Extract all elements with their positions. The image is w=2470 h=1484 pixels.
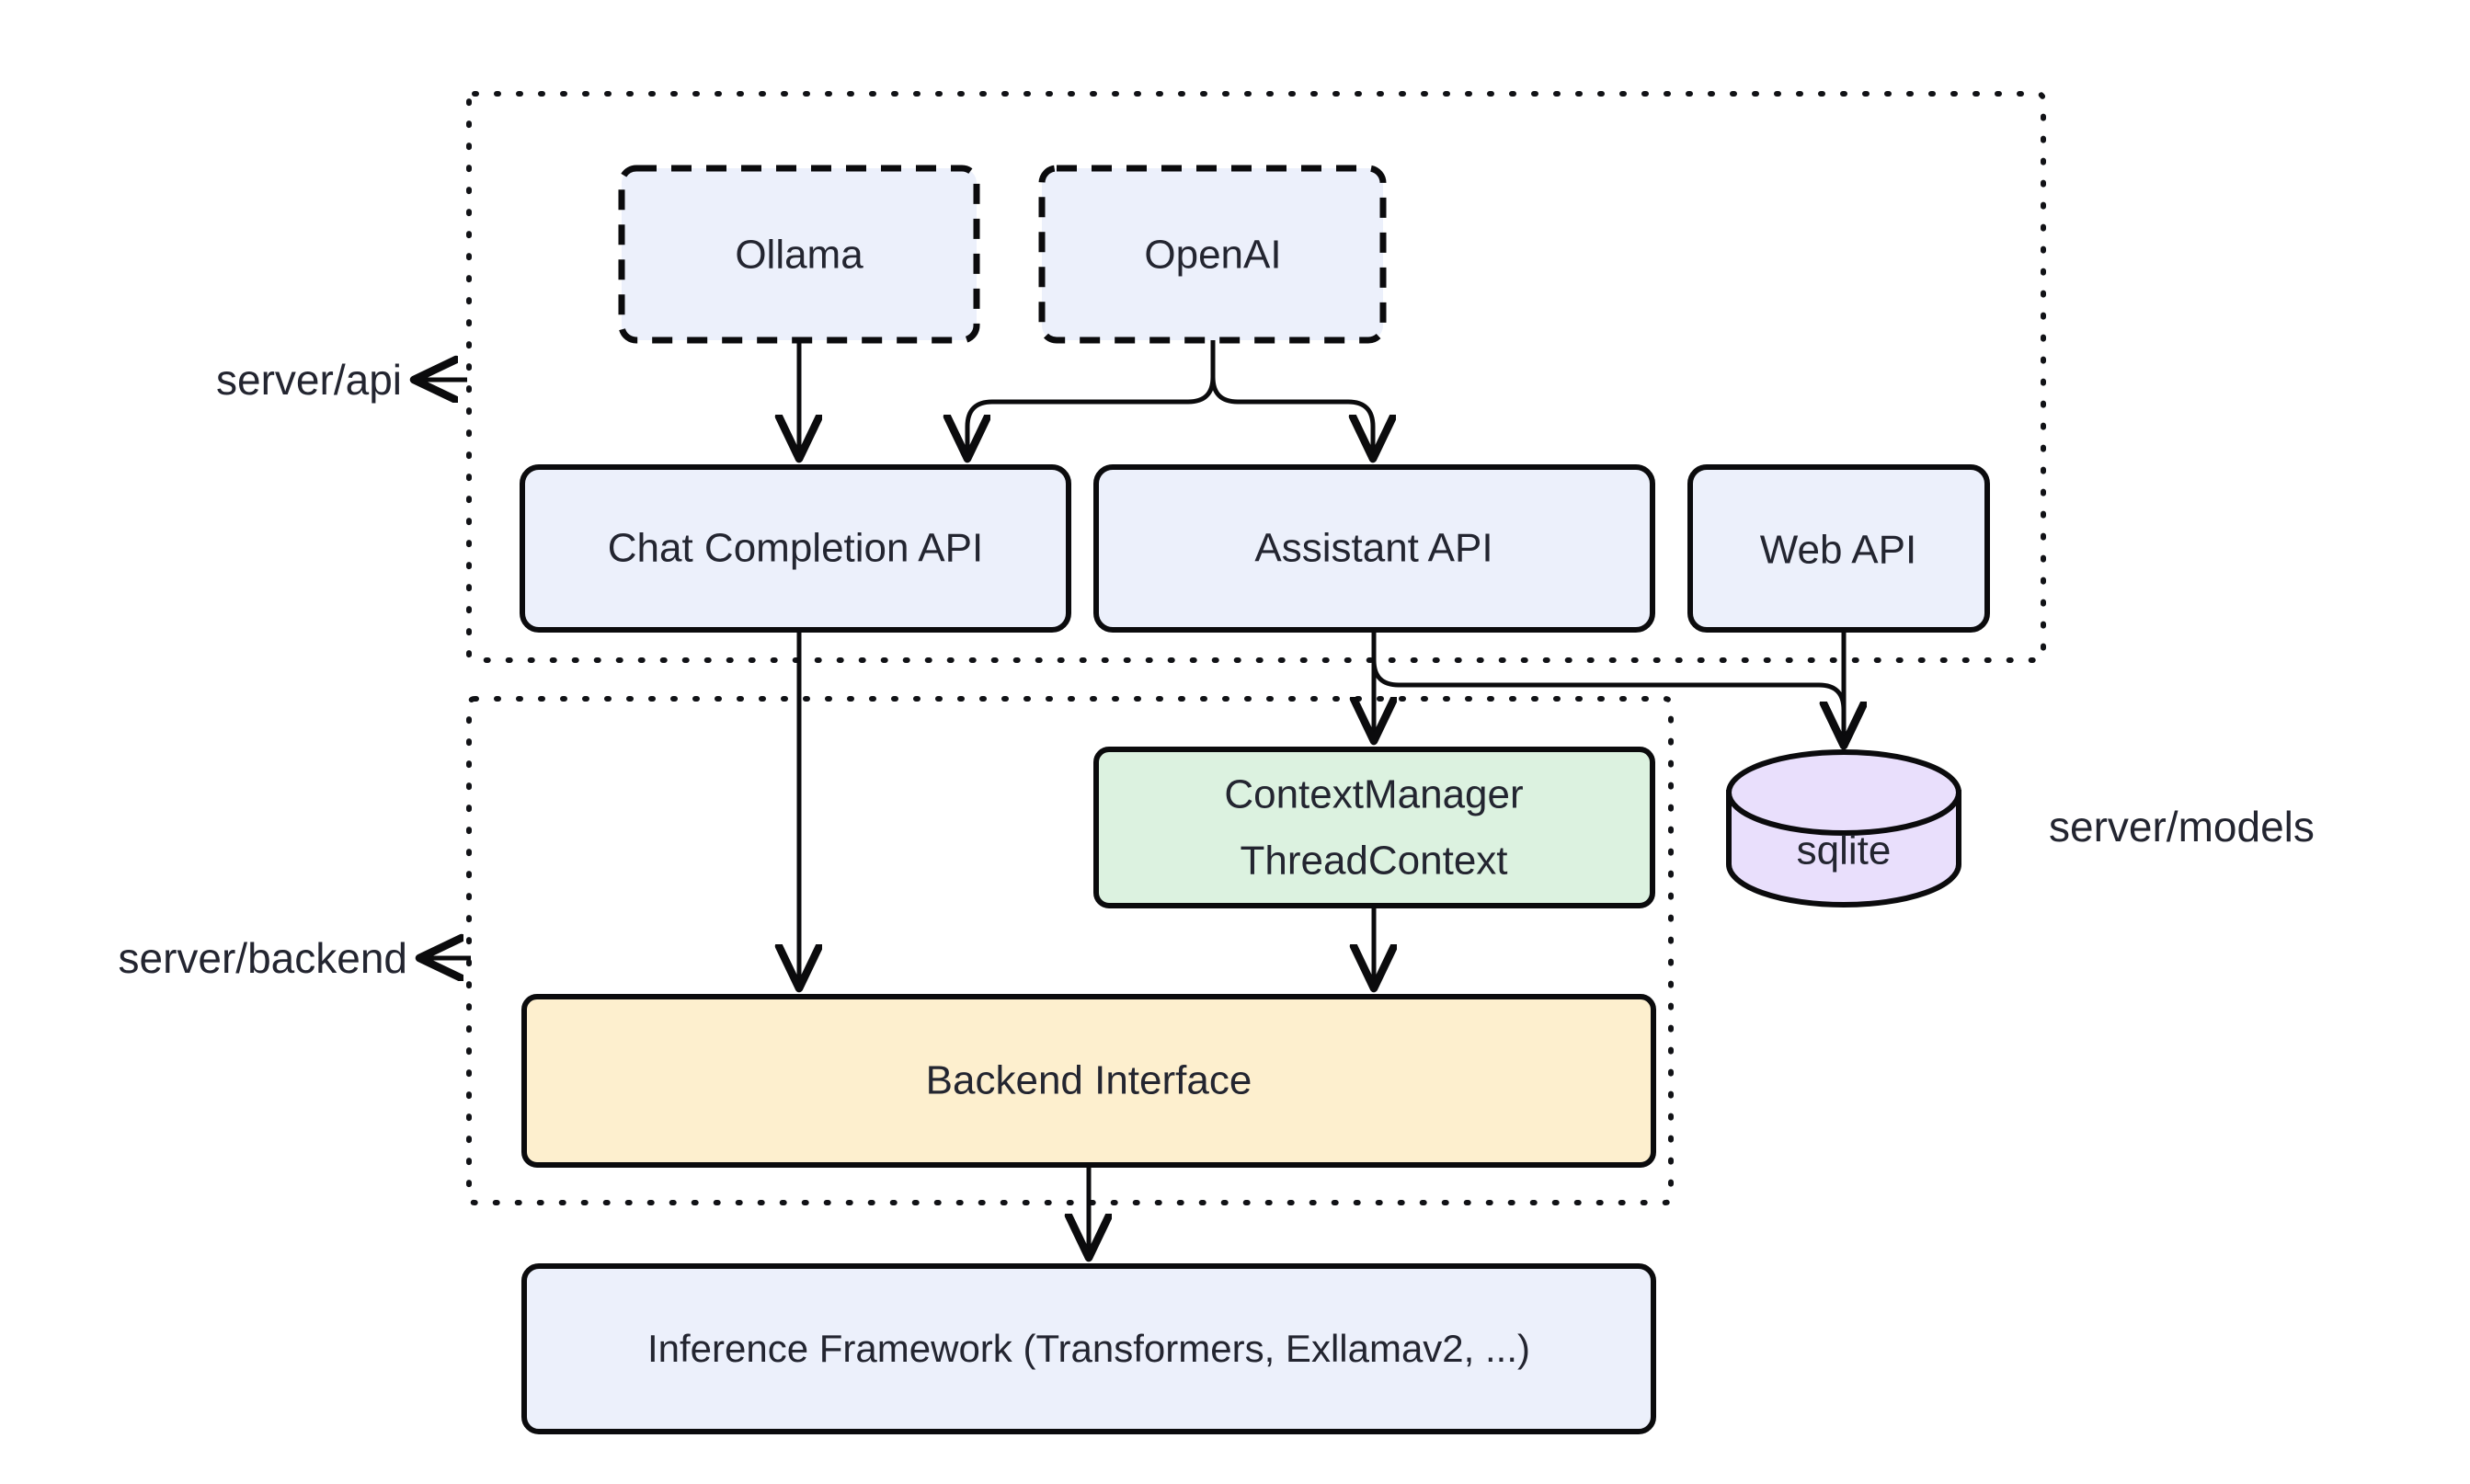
node-sqlite[interactable]: sqlite <box>1726 749 1961 908</box>
group-label-server-models: server/models <box>2049 803 2315 850</box>
node-context-manager-shape[interactable] <box>1093 747 1655 908</box>
node-inference-framework[interactable]: Inference Framework (Transformers, Exlla… <box>521 1263 1656 1434</box>
node-chat-completion-api-shape[interactable] <box>520 464 1071 633</box>
edge-assistant-api-to-sqlite <box>1371 630 1844 744</box>
node-assistant-api-label: Assistant API <box>1254 526 1492 571</box>
node-web-api-label: Web API <box>1760 528 1916 573</box>
edge-openai-to-assistant-api <box>1210 340 1373 457</box>
node-context-manager-label-line2: ThreadContext <box>1240 839 1507 884</box>
group-label-server-backend: server/backend <box>119 934 471 982</box>
node-assistant-api-shape[interactable] <box>1093 464 1655 633</box>
node-chat-completion-api-label: Chat Completion API <box>608 526 983 571</box>
node-web-api-shape[interactable] <box>1687 464 1990 633</box>
node-inference-framework-label: Inference Framework (Transformers, Exlla… <box>647 1327 1530 1370</box>
group-label-server-backend-text: server/backend <box>119 934 408 982</box>
node-openai-label: OpenAI <box>1144 233 1281 278</box>
node-ollama-shape[interactable] <box>618 165 980 344</box>
edge-openai-to-chat-completion-api <box>967 340 1216 457</box>
node-web-api[interactable]: Web API <box>1687 464 1990 633</box>
node-sqlite-top-ellipse[interactable] <box>1726 749 1961 836</box>
node-context-manager[interactable]: ContextManager ThreadContext <box>1093 747 1655 908</box>
node-openai-shape[interactable] <box>1038 165 1387 344</box>
node-ollama-label: Ollama <box>735 233 863 278</box>
node-backend-interface-label: Backend Interface <box>926 1058 1252 1103</box>
group-container-server-backend <box>466 696 1674 1205</box>
group-label-server-api-text: server/api <box>216 356 402 404</box>
node-backend-interface[interactable]: Backend Interface <box>521 994 1656 1168</box>
node-backend-interface-shape[interactable] <box>521 994 1656 1168</box>
node-chat-completion-api[interactable]: Chat Completion API <box>520 464 1071 633</box>
group-container-server-api <box>466 91 2046 663</box>
node-openai[interactable]: OpenAI <box>1038 165 1387 344</box>
node-ollama[interactable]: Ollama <box>618 165 980 344</box>
node-context-manager-label-line1: ContextManager <box>1224 772 1523 817</box>
group-label-server-api: server/api <box>216 356 467 404</box>
node-assistant-api[interactable]: Assistant API <box>1093 464 1655 633</box>
node-inference-framework-shape[interactable] <box>521 1263 1656 1434</box>
node-sqlite-label: sqlite <box>1797 828 1892 873</box>
